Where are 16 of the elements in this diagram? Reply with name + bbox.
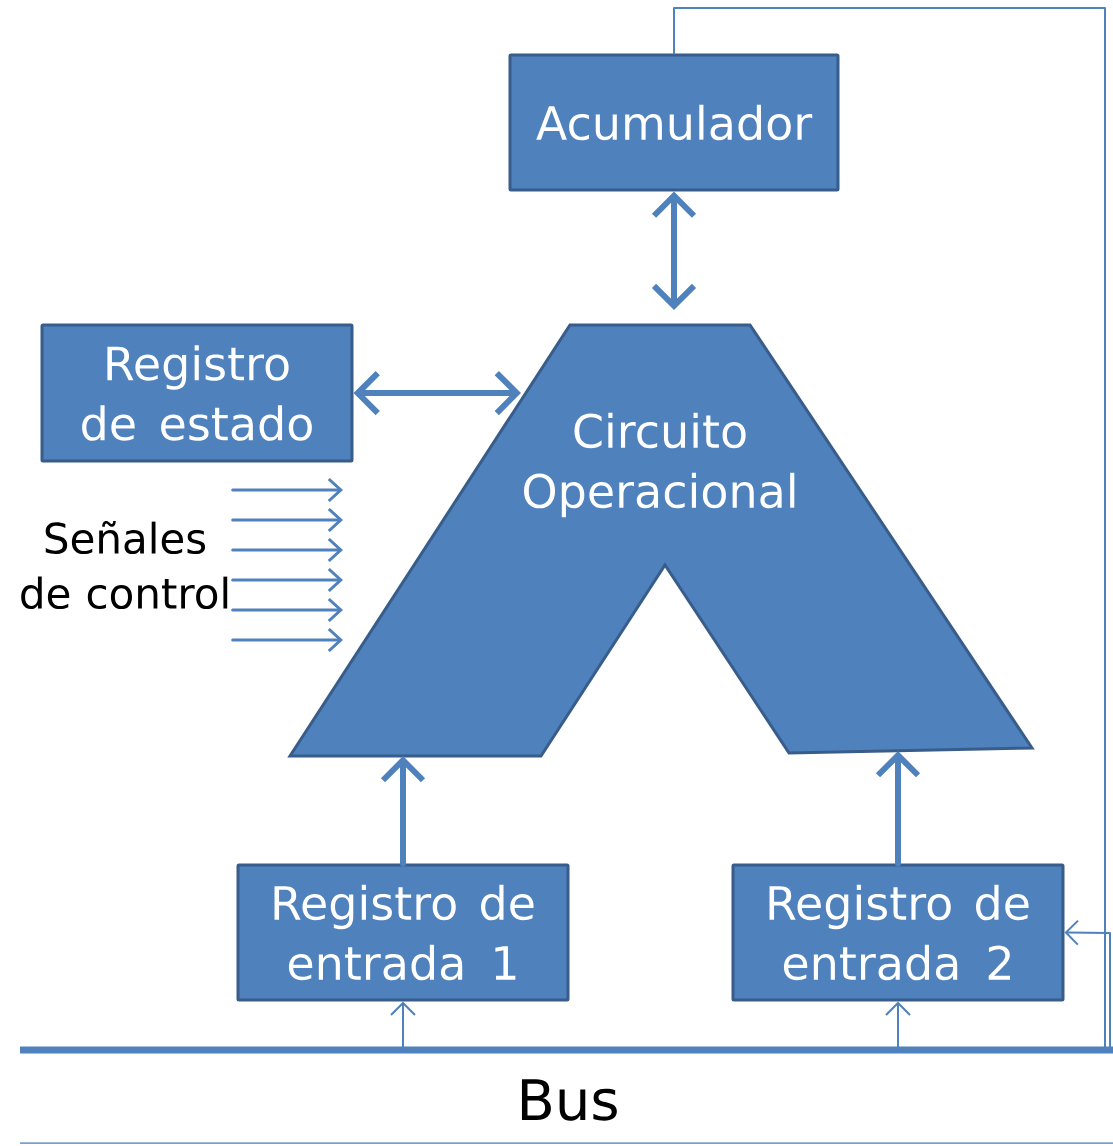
- register-box: Registro de entrada 2: [731, 863, 1065, 1002]
- arrow: [353, 370, 521, 416]
- register-box: Registro de estado: [40, 323, 354, 463]
- arrow: [380, 756, 426, 867]
- arrow: [231, 477, 343, 503]
- register-box: Acumulador: [508, 53, 840, 192]
- signal-label: Señales de control: [21, 520, 228, 610]
- arrow: [231, 597, 343, 623]
- arrow: [875, 751, 921, 867]
- arrow: [651, 191, 697, 310]
- register-box: Registro de entrada 1: [236, 863, 570, 1002]
- arrow: [231, 507, 343, 533]
- arrow: [231, 627, 343, 653]
- arrow: [231, 567, 343, 593]
- arrow: [231, 537, 343, 563]
- bus-band: Bus: [19, 1046, 1113, 1144]
